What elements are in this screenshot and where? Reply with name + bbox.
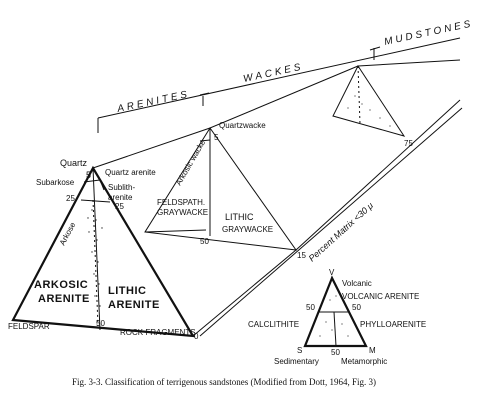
inset-volcanic-label: Volcanic: [342, 279, 372, 288]
lithic-graywacke-line2: GRAYWACKE: [222, 225, 273, 234]
arkosic-arenite-line2: ARENITE: [38, 293, 90, 305]
arenites-band-label: ARENITES: [115, 89, 191, 115]
inset-volcanic-arenite-label: VOLCANIC ARENITE: [342, 292, 419, 301]
arkosic-wacke-label: Arkosic wacke: [174, 138, 208, 187]
quartz-apex-label: Quartz: [60, 158, 88, 168]
lithic-arenite-line2: ARENITE: [108, 299, 160, 311]
arkosic-arenite-line1: ARKOSIC: [34, 279, 88, 291]
inset-m-label: M: [369, 346, 376, 355]
arenite-stipple: [87, 209, 103, 307]
feldspath-graywacke-line2: GRAYWACKE: [157, 208, 208, 217]
mudstones-band-label: MUDSTONES: [383, 18, 474, 48]
matrix-tick-75: 75: [404, 139, 413, 148]
mudstone-stipple: [347, 95, 391, 127]
wacke-base-50: 50: [200, 237, 209, 246]
wacke-apex-5: 5: [214, 133, 219, 142]
inset-s-label: S: [297, 346, 302, 355]
figure-caption: Fig. 3-3. Classification of terrigenous …: [72, 377, 376, 387]
inset-v-label: V: [329, 268, 335, 277]
arenite-triangle: [11, 165, 196, 338]
matrix-tick-15: 15: [297, 251, 306, 260]
sublitharenite-label: Sublith- arenite: [108, 183, 137, 202]
inset-50-bottom: 50: [331, 348, 340, 357]
inset-metamorphic-label: Metamorphic: [341, 357, 387, 366]
arenite-25-right: 25: [115, 202, 124, 211]
percent-matrix-label: Percent Matrix <30 μ: [307, 200, 376, 263]
feldspar-corner-label: FELDSPAR: [8, 322, 50, 331]
arenite-25-left: 25: [66, 194, 75, 203]
lithic-graywacke-line1: LITHIC: [225, 212, 254, 222]
inset-calclithite-label: CALCLITHITE: [248, 320, 299, 329]
matrix-axis: [199, 107, 463, 337]
inset-phylloarenite-label: PHYLLOARENITE: [360, 320, 426, 329]
inset-50-left: 50: [306, 303, 315, 312]
inset-sedimentary-label: Sedimentary: [274, 357, 319, 366]
arkose-label: Arkose: [58, 220, 78, 247]
rock-fragments-corner-label: ROCK FRAGMENTS: [120, 328, 196, 337]
inset-stipple: [319, 295, 349, 337]
inset-50-right: 50: [352, 303, 361, 312]
wacke-triangle: [144, 127, 298, 251]
matrix-tick-0: 0: [194, 332, 199, 341]
quartzwacke-label: Quartzwacke: [219, 121, 266, 130]
quartz-arenite-label: Quartz arenite: [105, 168, 156, 177]
mudstone-triangle: [332, 64, 406, 137]
band-divider-lines: [97, 37, 461, 133]
wackes-band-label: WACKES: [242, 61, 304, 84]
subarkose-label: Subarkose: [36, 178, 75, 187]
quartz-apex-5: 5: [86, 170, 91, 180]
inset-triangle: [303, 275, 368, 348]
prism-connector-lines: [92, 59, 461, 337]
lithic-arenite-line1: LITHIC: [108, 285, 146, 297]
feldspath-graywacke-line1: FELDSPATH.: [157, 198, 205, 207]
arenite-base-50: 50: [96, 319, 105, 328]
